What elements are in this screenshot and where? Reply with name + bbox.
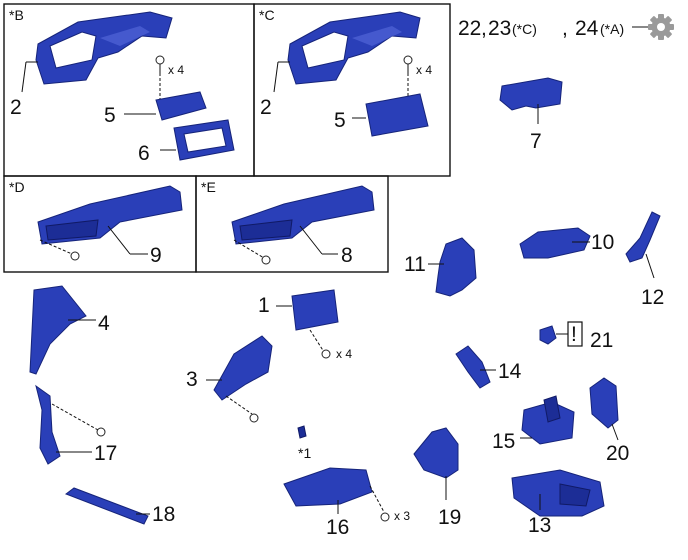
label-15: 15	[492, 430, 515, 453]
box-c-qty: x 4	[416, 63, 432, 77]
part-12	[625, 211, 661, 263]
box-b-label-5: 5	[104, 104, 116, 127]
part-14	[455, 345, 491, 389]
label-3: 3	[186, 368, 198, 391]
label-13: 13	[528, 514, 551, 537]
label-16: 16	[326, 516, 349, 539]
legend-comma-2: ,	[562, 17, 568, 40]
dash-16	[369, 485, 385, 513]
part-18	[64, 487, 149, 525]
screw-icon	[155, 55, 165, 76]
screw-icon	[70, 251, 80, 261]
label-12: 12	[641, 286, 664, 309]
part-7	[499, 77, 563, 111]
legend: 22 , 23 (*C) , 24 (*A)	[458, 14, 674, 40]
box-b-qty: x 4	[168, 63, 184, 77]
part-3	[213, 335, 273, 401]
part-17	[35, 384, 61, 465]
screw-icon	[403, 55, 413, 76]
part-2-bezel	[35, 11, 173, 85]
box-d: *D 9	[3, 175, 197, 273]
box-b-tag: *B	[9, 7, 24, 23]
part-16-clip	[297, 425, 307, 439]
part-21	[539, 325, 557, 345]
part-6-frame	[173, 119, 235, 161]
box-b-label-6: 6	[138, 142, 150, 165]
label-19: 19	[438, 506, 461, 529]
label-4: 4	[98, 312, 110, 335]
box-c: *C 2 x 4 5	[253, 3, 451, 177]
box-e: *E 8	[195, 175, 389, 273]
part-5-display	[155, 91, 207, 121]
part-9-panel	[37, 185, 183, 245]
leader-b-2b	[21, 61, 27, 93]
part-11	[435, 237, 477, 297]
screw-icon	[380, 512, 390, 522]
label-21: 21	[590, 329, 613, 352]
part-20	[589, 377, 619, 429]
caution-mark: !	[571, 323, 577, 346]
part-8-panel	[231, 185, 375, 245]
part-16	[283, 425, 373, 507]
box-e-frame	[195, 175, 389, 273]
part-13	[511, 469, 605, 517]
box-b: *B 2 x 4 5 6	[3, 3, 255, 177]
part-1	[291, 289, 339, 331]
part-2-bezel-c	[287, 11, 421, 85]
legend-23: 23	[488, 17, 511, 40]
leader-c-2b	[273, 61, 279, 93]
box-c-tag: *C	[259, 7, 275, 23]
dash-d	[39, 239, 73, 255]
label-7: 7	[530, 130, 542, 153]
part-10	[519, 227, 591, 259]
box-e-label-8: 8	[341, 244, 353, 267]
legend-22: 22	[458, 17, 481, 40]
leader-d-9	[107, 225, 131, 255]
label-17: 17	[94, 442, 117, 465]
label-16-qty: x 3	[394, 509, 410, 523]
box-c-label-2: 2	[260, 96, 272, 119]
screw-icon	[321, 349, 331, 359]
part-19	[413, 427, 459, 479]
gear-icon	[648, 14, 674, 40]
label-18: 18	[152, 503, 175, 526]
box-d-tag: *D	[9, 179, 25, 195]
legend-24-tag: (*A)	[600, 21, 624, 37]
box-c-label-5: 5	[334, 109, 346, 132]
box-e-tag: *E	[201, 179, 216, 195]
screw-icon	[249, 413, 259, 423]
label-10: 10	[591, 231, 614, 254]
leader-e-8	[299, 225, 323, 255]
legend-comma-1: ,	[481, 17, 487, 40]
legend-23-tag: (*C)	[512, 21, 537, 37]
leader-12	[645, 253, 655, 279]
part-5-display-c	[365, 93, 429, 137]
box-d-label-9: 9	[150, 244, 162, 267]
part-15	[521, 395, 575, 445]
label-11: 11	[404, 253, 426, 276]
label-1-qty: x 4	[336, 347, 352, 361]
label-14: 14	[498, 360, 522, 383]
caution-box	[567, 321, 583, 347]
dash-3	[225, 395, 253, 415]
leader-20	[611, 423, 619, 441]
part-4	[29, 285, 87, 375]
clip-icon	[96, 427, 106, 437]
label-1: 1	[258, 294, 270, 317]
dash-17	[51, 403, 99, 431]
dash-1	[309, 329, 325, 353]
dash-e	[233, 239, 265, 259]
legend-24: 24	[575, 17, 599, 40]
screw-icon	[261, 255, 271, 265]
label-20: 20	[606, 442, 629, 465]
label-16-tag: *1	[298, 445, 311, 461]
box-b-label-2: 2	[10, 96, 22, 119]
